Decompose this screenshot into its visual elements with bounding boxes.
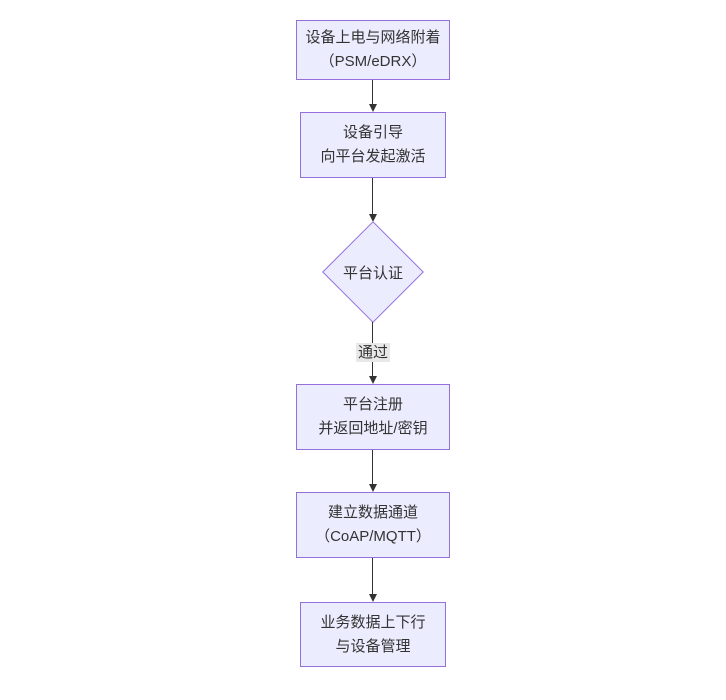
arrow-line xyxy=(372,450,373,484)
node-bootstrap: 设备引导 向平台发起激活 xyxy=(300,112,446,178)
node-power-attach-line2: （PSM/eDRX） xyxy=(319,53,427,70)
node-business-data: 业务数据上下行 与设备管理 xyxy=(300,602,446,667)
decision-platform-auth: 平台认证 xyxy=(323,236,423,308)
node-data-channel-line2: （CoAP/MQTT） xyxy=(315,528,431,545)
arrow-register-to-channel xyxy=(368,450,377,492)
node-data-channel-line1: 建立数据通道 xyxy=(327,504,418,521)
node-register: 平台注册 并返回地址/密钥 xyxy=(296,384,450,450)
decision-platform-auth-label: 平台认证 xyxy=(342,264,403,282)
arrow-line xyxy=(372,80,373,104)
node-power-attach: 设备上电与网络附着 （PSM/eDRX） xyxy=(296,20,450,80)
arrowhead-down-icon xyxy=(368,484,377,492)
arrow-line xyxy=(372,558,373,594)
node-data-channel: 建立数据通道 （CoAP/MQTT） xyxy=(296,492,450,558)
arrowhead-down-icon xyxy=(368,104,377,112)
arrow-power-to-bootstrap xyxy=(368,80,377,112)
arrowhead-down-icon xyxy=(368,376,377,384)
arrow-bootstrap-to-auth xyxy=(368,178,377,222)
node-bootstrap-line2: 向平台发起激活 xyxy=(320,148,426,165)
node-business-data-line1: 业务数据上下行 xyxy=(320,613,426,631)
arrowhead-down-icon xyxy=(368,214,377,222)
edge-label-pass: 通过 xyxy=(355,343,391,362)
node-business-data-line2: 与设备管理 xyxy=(335,637,411,655)
node-bootstrap-line1: 设备引导 xyxy=(342,124,403,141)
node-power-attach-line1: 设备上电与网络附着 xyxy=(305,29,441,46)
node-register-line1: 平台注册 xyxy=(342,396,403,413)
arrow-channel-to-business xyxy=(368,558,377,602)
arrow-line xyxy=(372,178,373,214)
node-register-line2: 并返回地址/密钥 xyxy=(318,420,428,437)
arrowhead-down-icon xyxy=(368,594,377,602)
